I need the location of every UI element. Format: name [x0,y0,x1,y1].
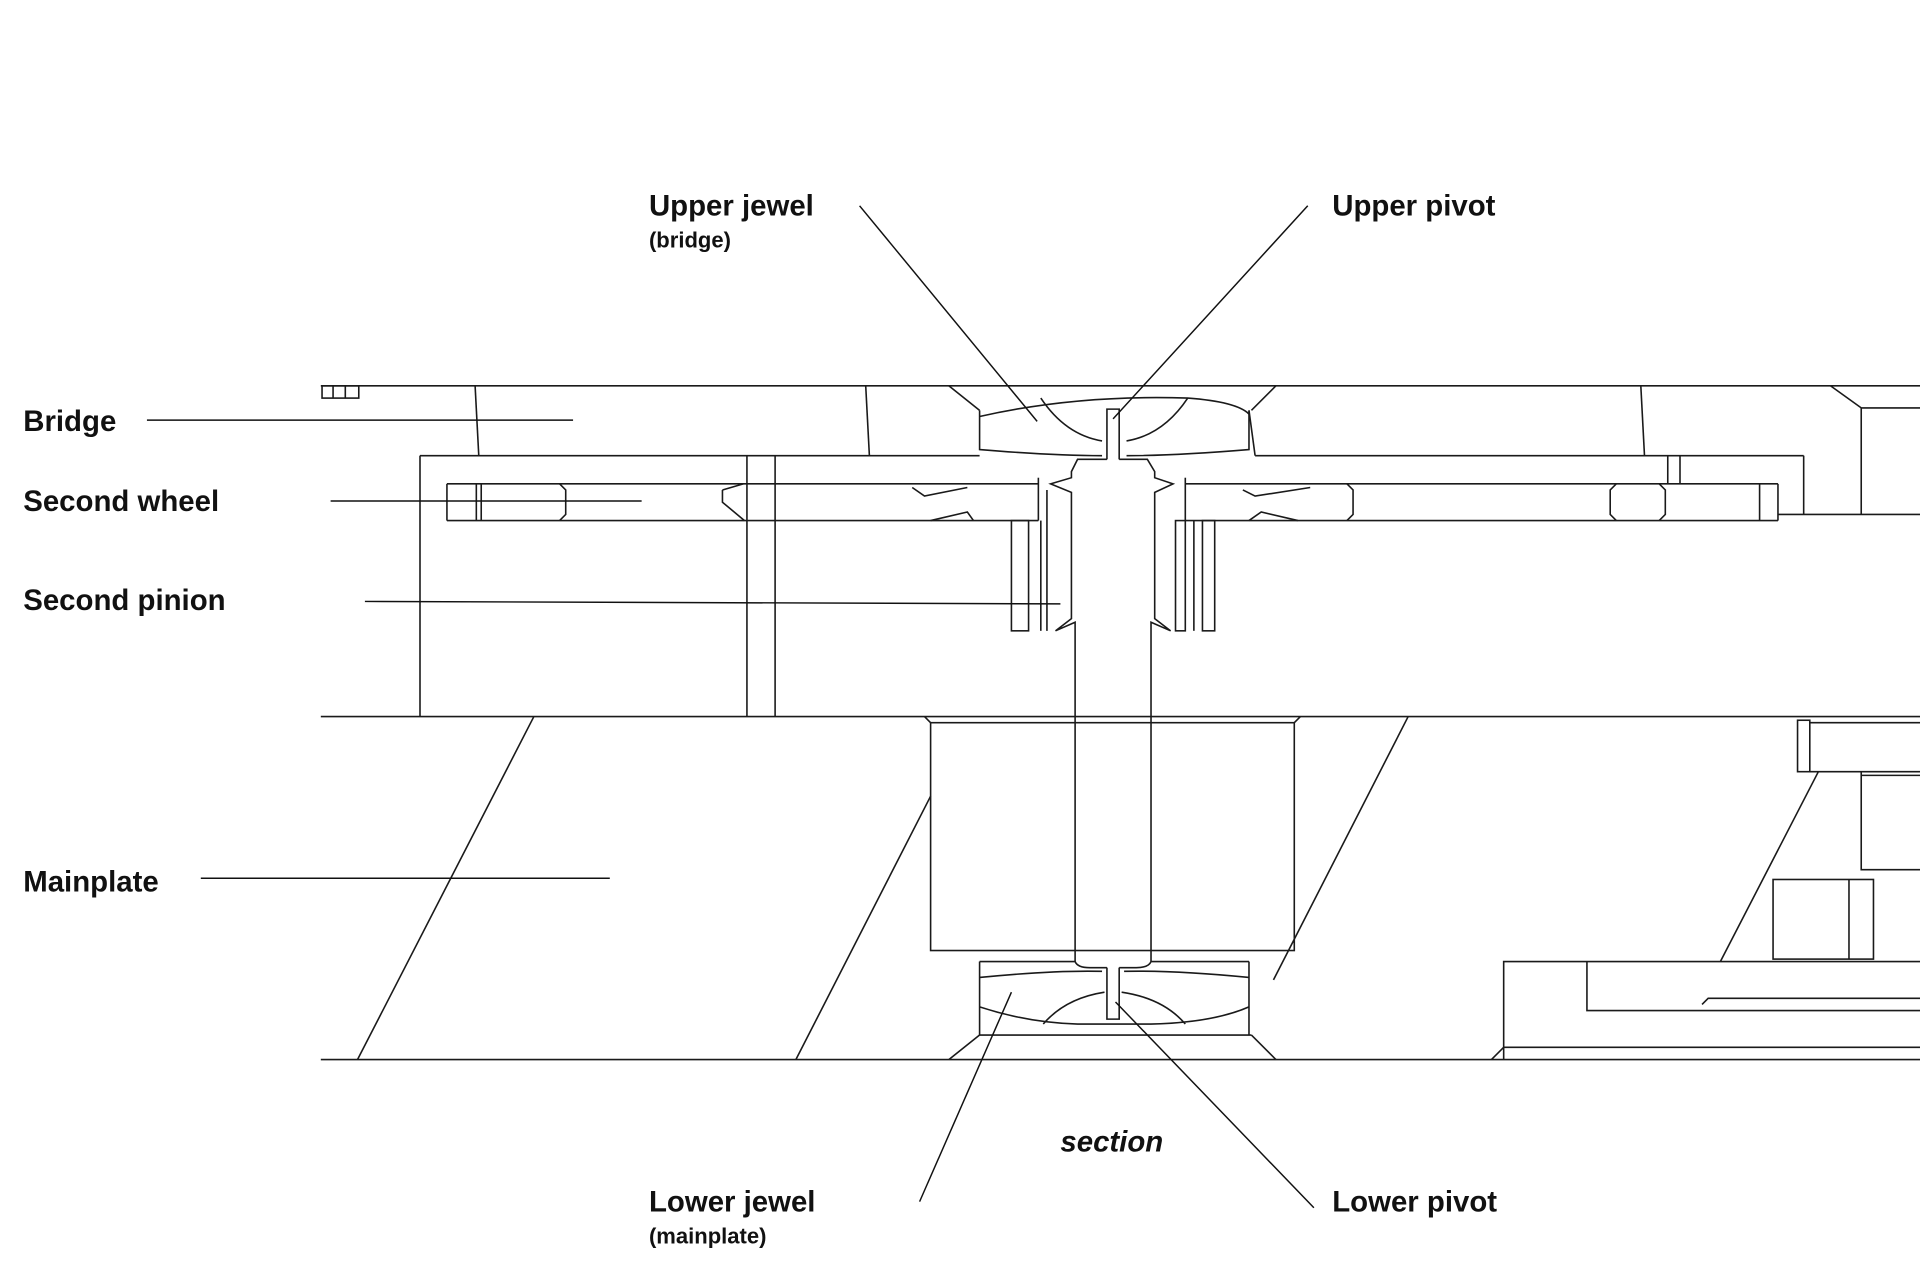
upper-jewel [948,385,1277,457]
leader-lines [146,205,1315,1209]
label-upper-jewel: Upper jewel [649,190,814,223]
arbor [1048,408,1176,1020]
label-lower-jewel-sub: (mainplate) [649,1223,766,1248]
label-second-pinion: Second pinion [23,584,225,617]
leader-lower-jewel [918,991,1013,1202]
label-mainplate: Mainplate [23,866,158,899]
label-bridge: Bridge [23,405,116,438]
second-pinion [1010,489,1216,632]
label-lower-jewel: Lower jewel [649,1185,815,1218]
bridge-plate [320,385,1920,717]
label-upper-jewel-sub: (bridge) [649,227,731,252]
leader-second-pinion [364,600,1061,605]
leader-upper-jewel [859,205,1038,422]
label-upper-pivot: Upper pivot [1332,190,1495,223]
second-wheel [446,477,1779,522]
lower-jewel [948,960,1277,1061]
leader-upper-pivot [1112,205,1309,420]
label-section: section [1060,1125,1163,1158]
label-second-wheel: Second wheel [23,485,219,518]
label-lower-pivot: Lower pivot [1332,1185,1497,1218]
mainplate [320,715,1920,1061]
leader-lower-pivot [1114,1001,1315,1209]
